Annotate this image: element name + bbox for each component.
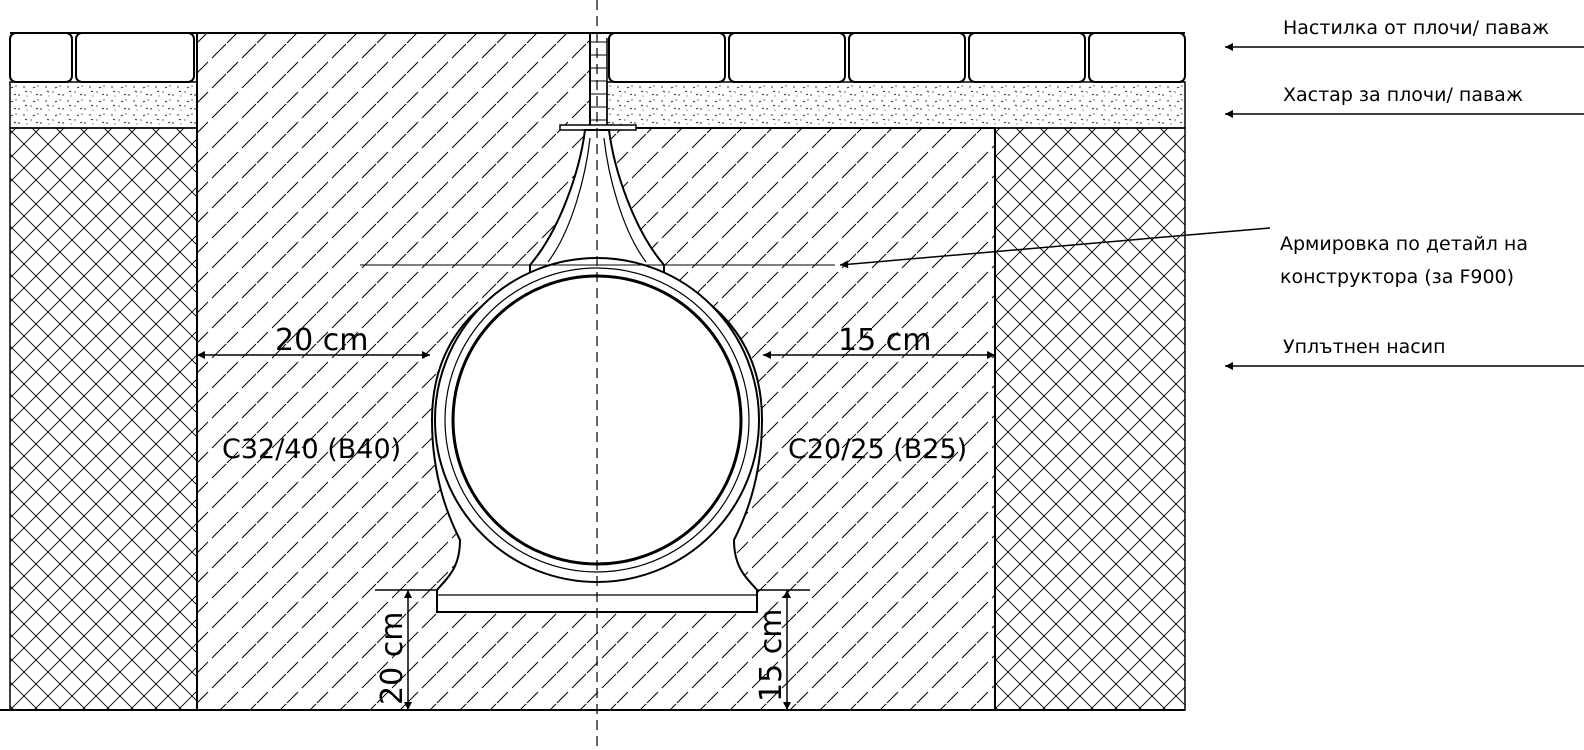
paving-slabs-left xyxy=(9,32,195,83)
dimension-right-bottom-label: 15 cm xyxy=(754,609,789,702)
bedding-layer-right xyxy=(606,81,1186,129)
leader-reinforcement xyxy=(839,227,1271,269)
concrete-class-right: C20/25 (B25) xyxy=(788,434,967,465)
label-bedding: Хастар за плочи/ паваж xyxy=(1283,84,1523,106)
concrete-class-left: C32/40 (B40) xyxy=(222,434,401,465)
label-backfill: Уплътнен насип xyxy=(1283,336,1446,358)
label-paving: Настилка от плочи/ паваж xyxy=(1283,17,1549,39)
dimension-left-bottom-label: 20 cm xyxy=(375,612,410,705)
dimension-left-side-label: 20 cm xyxy=(275,323,368,358)
compacted-soil-right xyxy=(994,127,1186,711)
label-reinforcement-line1: Армировка по детайл на xyxy=(1280,233,1528,255)
dimension-left-bottom xyxy=(375,589,437,710)
compacted-soil-left xyxy=(9,127,198,711)
label-reinforcement-line2: конструктора (за F900) xyxy=(1280,266,1514,288)
dimension-right-side-label: 15 cm xyxy=(838,323,931,358)
bedding-layer-left xyxy=(9,81,198,129)
paving-slabs-right xyxy=(608,32,1186,83)
dimension-right-bottom xyxy=(757,589,810,710)
slot-grating xyxy=(559,38,637,131)
